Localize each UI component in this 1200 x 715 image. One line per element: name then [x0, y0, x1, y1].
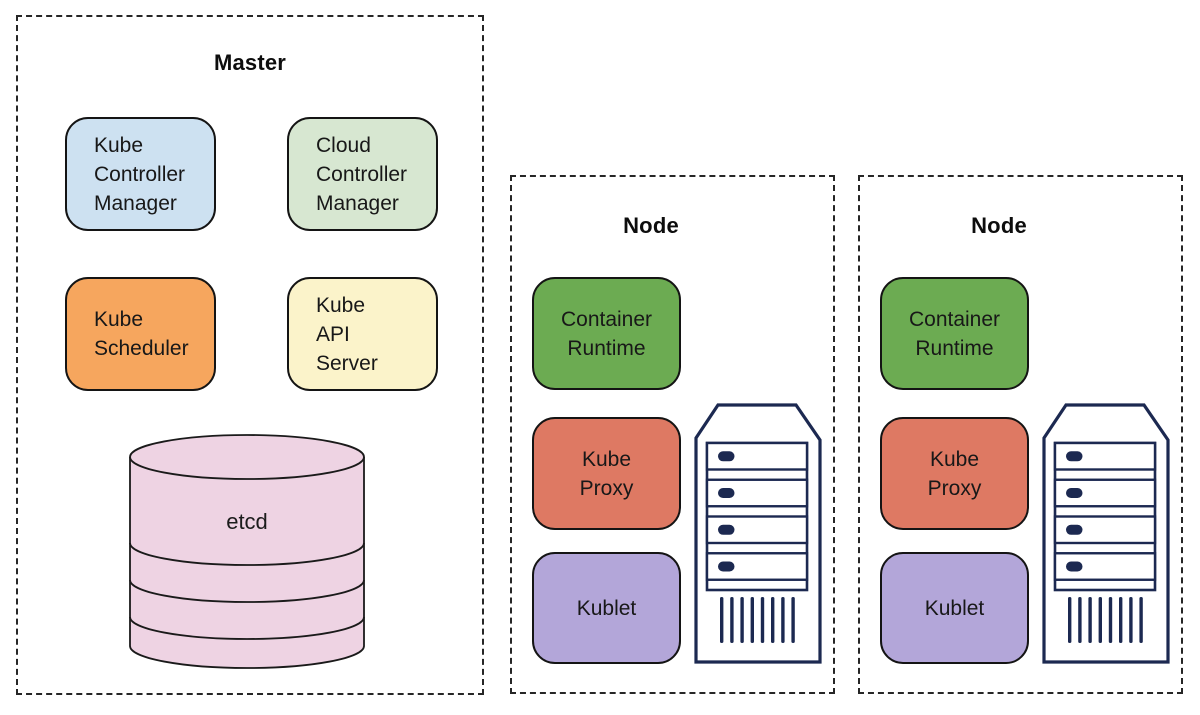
node-title: Node	[623, 213, 679, 238]
component-cloud-controller-manager: Cloud Controller Manager	[287, 117, 438, 231]
component-label-line: Container	[560, 307, 653, 331]
component-label-line: Kublet	[924, 596, 985, 620]
etcd-label: etcd	[226, 509, 268, 534]
component-label-line: Controller	[316, 162, 408, 186]
node-title: Node	[971, 213, 1027, 238]
component-label-line: Cloud	[316, 133, 371, 157]
component-label-line: Kube	[94, 308, 144, 331]
component-label-line: Runtime	[567, 336, 646, 360]
component-label-line: Kube	[929, 447, 980, 471]
component-container-runtime: Container Runtime	[532, 277, 681, 390]
node-panel-2: Node Container Runtime Kube Proxy Kublet	[858, 175, 1183, 694]
component-label-line: Manager	[94, 191, 177, 215]
server-rack-icon	[694, 403, 822, 664]
component-kube-scheduler: Kube Scheduler	[65, 277, 216, 391]
component-kube-proxy: Kube Proxy	[532, 417, 681, 530]
master-panel: Master Kube Controller Manager Cloud Con…	[16, 15, 484, 695]
component-label-line: Kublet	[576, 596, 637, 620]
server-rack-icon	[1042, 403, 1170, 664]
component-label-line: Kube	[316, 293, 366, 317]
component-label-line: Server	[316, 351, 378, 375]
component-label-line: Kube	[94, 133, 144, 157]
component-kube-proxy: Kube Proxy	[880, 417, 1029, 530]
component-label-line: Container	[908, 307, 1001, 331]
component-label-line: Runtime	[915, 336, 994, 360]
component-label-line: Proxy	[927, 476, 982, 500]
component-kublet: Kublet	[532, 552, 681, 664]
component-label-line: Kube	[581, 447, 632, 471]
component-label-line: Manager	[316, 191, 399, 215]
master-title: Master	[213, 50, 287, 75]
component-label-line: Scheduler	[94, 337, 189, 360]
component-label-line: Controller	[94, 162, 186, 186]
component-container-runtime: Container Runtime	[880, 277, 1029, 390]
component-label-line: Proxy	[579, 476, 634, 500]
component-kube-api-server: Kube API Server	[287, 277, 438, 391]
database-cylinder-icon: etcd	[129, 434, 365, 669]
component-kube-controller-manager: Kube Controller Manager	[65, 117, 216, 231]
component-kublet: Kublet	[880, 552, 1029, 664]
component-label-line: API	[316, 322, 350, 346]
node-panel-1: Node Container Runtime Kube Proxy Kublet	[510, 175, 835, 694]
